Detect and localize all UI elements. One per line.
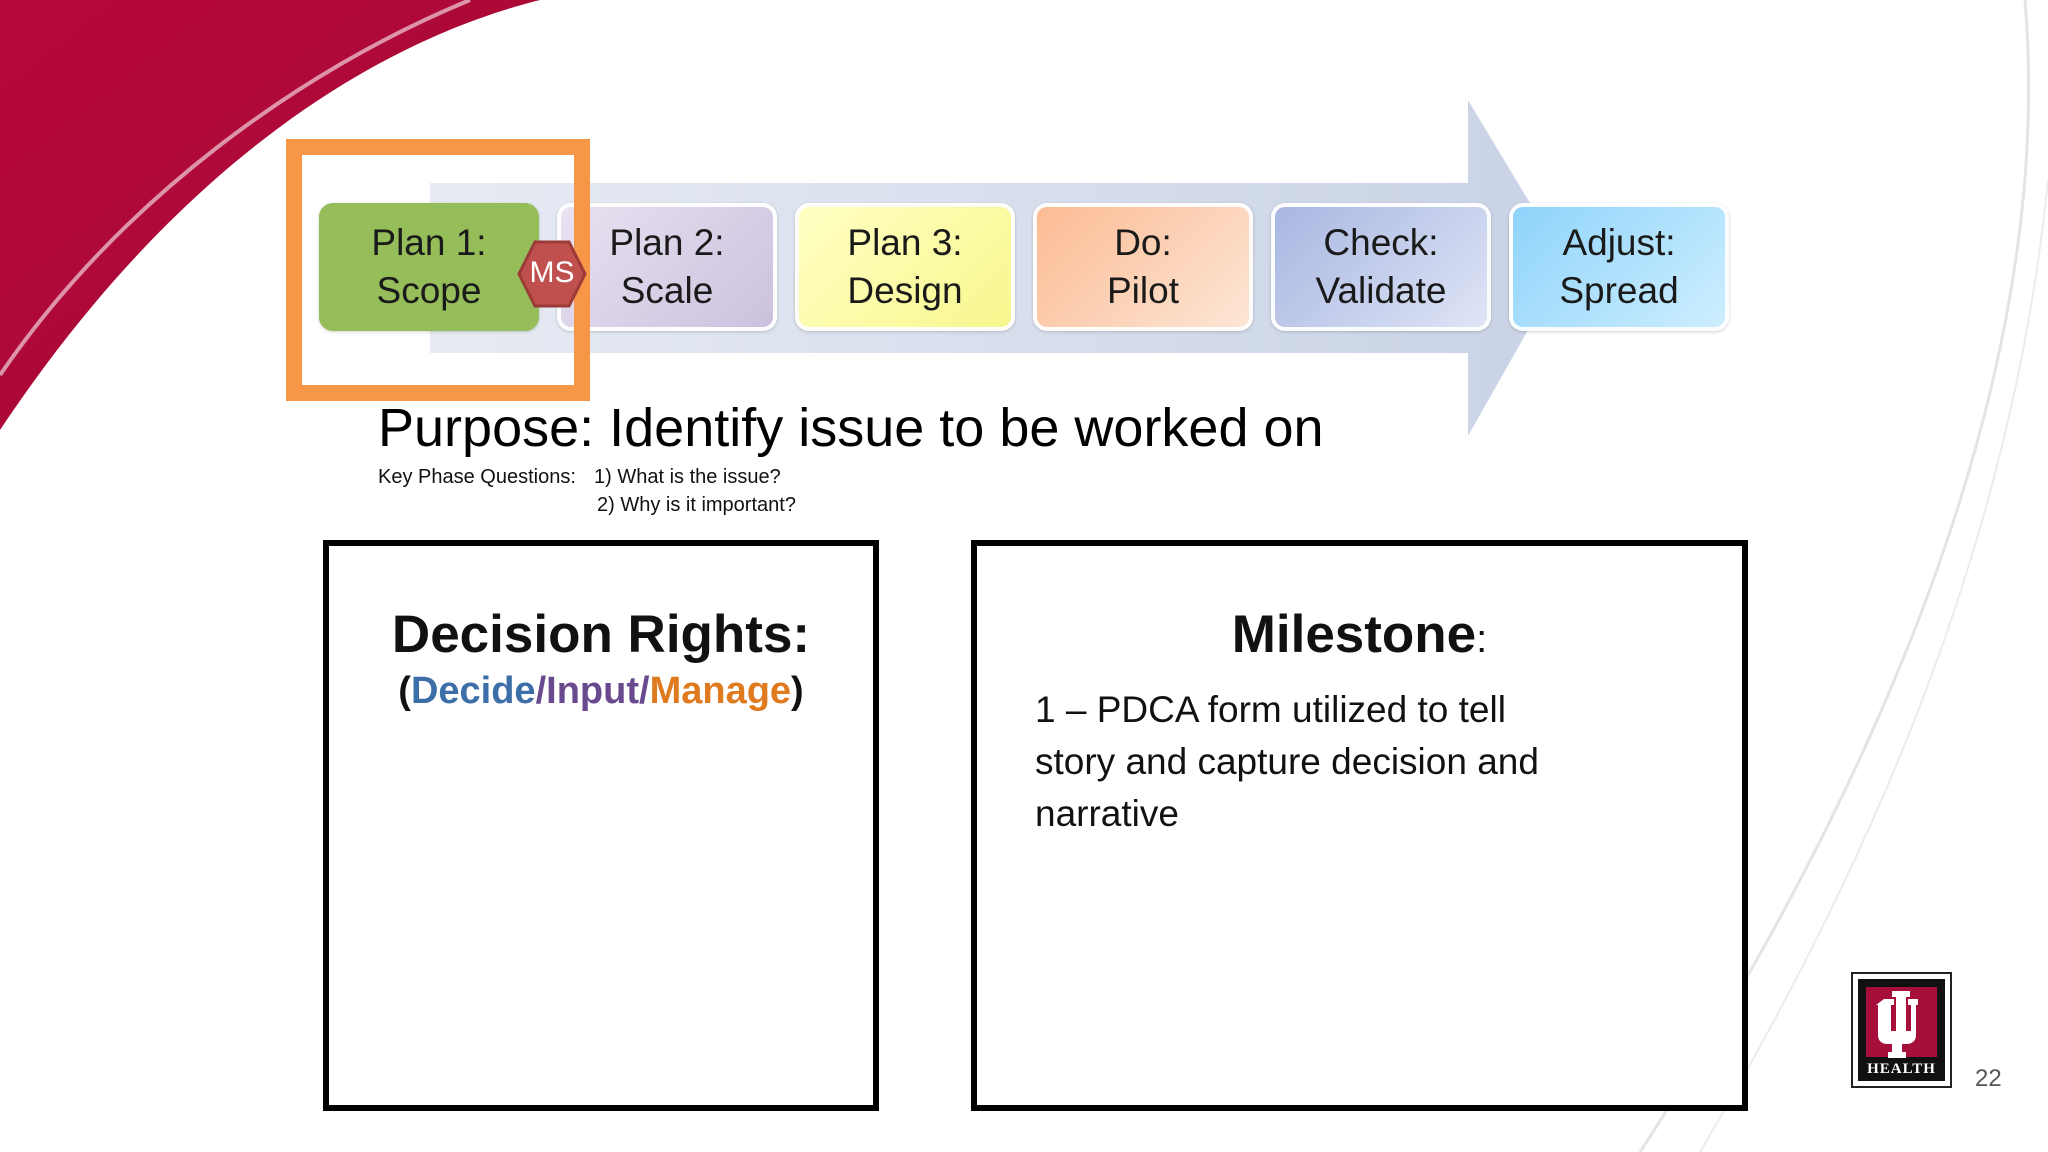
slash: / xyxy=(535,670,547,712)
phase-plan-2-scale: Plan 2: Scale xyxy=(557,203,777,331)
phase-check-validate: Check: Validate xyxy=(1271,203,1491,331)
phase-subtitle: Scale xyxy=(620,270,714,311)
milestone-title: Milestone: xyxy=(977,604,1742,670)
logo-dark-field: HEALTH xyxy=(1858,979,1945,1081)
right-arc-line-2 xyxy=(1699,179,2048,1152)
key-questions-label: Key Phase Questions: xyxy=(378,466,576,488)
milestone-hexagon-icon xyxy=(517,240,587,308)
key-question-2: 2) Why is it important? xyxy=(597,494,796,516)
key-question-1: 1) What is the issue? xyxy=(594,466,781,488)
paren-open: ( xyxy=(398,670,411,712)
milestone-title-text: Milestone xyxy=(1231,605,1477,664)
page-number: 22 xyxy=(1975,1065,2002,1092)
phase-title: Plan 1: xyxy=(371,222,487,263)
milestone-badge-label: MS xyxy=(529,256,575,289)
decision-rights-title: Decision Rights: xyxy=(391,605,811,664)
phase-adjust-spread: Adjust: Spread xyxy=(1509,203,1729,331)
milestone-description: 1 – PDCA form utilized to tell story and… xyxy=(1035,689,1539,834)
milestone-panel: Milestone: 1 – PDCA form utilized to tel… xyxy=(971,540,1748,1111)
phase-subtitle: Scope xyxy=(376,270,482,311)
decision-rights-panel: Decision Rights: (Decide/Input/Manage) xyxy=(323,540,879,1111)
swoosh-highlight-line xyxy=(0,0,471,377)
purpose-heading: Purpose: Identify issue to be worked on xyxy=(378,398,1324,458)
milestone-title-colon: : xyxy=(1476,617,1488,661)
phase-plan-1-scope: Plan 1: Scope xyxy=(319,203,539,331)
phase-subtitle: Pilot xyxy=(1107,270,1179,311)
phase-title: Check: xyxy=(1323,222,1439,263)
phase-title: Do: xyxy=(1114,222,1172,263)
trident-icon xyxy=(1866,987,1937,1058)
role-manage: Manage xyxy=(649,670,792,712)
phase-subtitle: Spread xyxy=(1559,270,1679,311)
phase-title: Adjust: xyxy=(1562,222,1676,263)
phase-do-pilot: Do: Pilot xyxy=(1033,203,1253,331)
decision-rights-roles: (Decide/Input/Manage) xyxy=(329,667,873,715)
role-decide: Decide xyxy=(410,670,536,712)
phase-subtitle: Validate xyxy=(1315,270,1447,311)
role-input: Input xyxy=(546,670,639,712)
logo-wordmark: HEALTH xyxy=(1867,1061,1936,1077)
current-phase-highlight-frame xyxy=(286,139,590,401)
paren-close: ) xyxy=(791,670,804,712)
phase-plan-3-design: Plan 3: Design xyxy=(795,203,1015,331)
slash: / xyxy=(639,670,650,712)
phase-title: Plan 3: xyxy=(847,222,963,263)
crimson-swoosh xyxy=(0,0,540,430)
phase-title: Plan 2: xyxy=(609,222,725,263)
phase-subtitle: Design xyxy=(847,270,963,311)
iu-health-logo: HEALTH xyxy=(1851,972,1952,1088)
